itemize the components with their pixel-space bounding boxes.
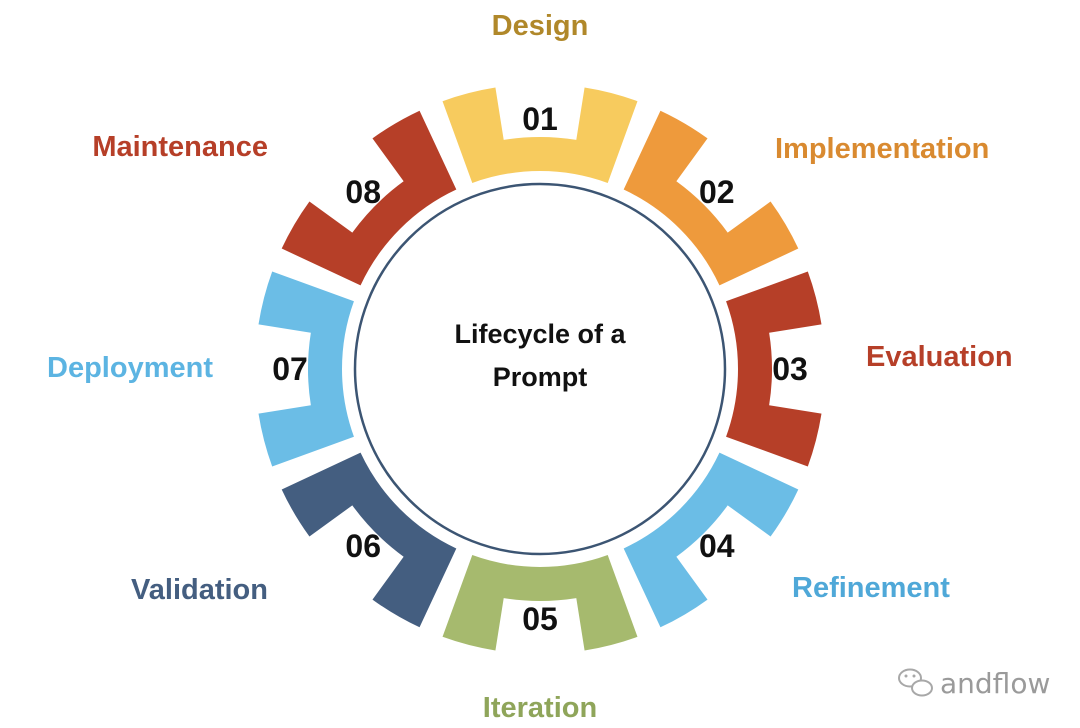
stage-label-iteration: Iteration bbox=[483, 692, 597, 724]
stage-segment-04 bbox=[623, 452, 799, 628]
stage-segment-07 bbox=[258, 271, 354, 467]
stage-segment-02 bbox=[623, 110, 799, 286]
stage-labels: DesignImplementationEvaluationRefinement… bbox=[47, 10, 1013, 724]
stage-label-design: Design bbox=[492, 10, 589, 42]
watermark-text: andflow bbox=[940, 667, 1050, 700]
stage-label-implementation: Implementation bbox=[775, 133, 989, 165]
stage-numbers: 01 02 03 04 05 06 07 08 bbox=[272, 101, 808, 637]
stage-number-01: 01 bbox=[522, 101, 558, 137]
center-title-line1: Lifecycle of a bbox=[454, 319, 626, 349]
stage-label-refinement: Refinement bbox=[792, 572, 950, 604]
stage-number-04: 04 bbox=[699, 528, 735, 564]
stage-number-08: 08 bbox=[345, 174, 381, 210]
watermark: andflow bbox=[898, 667, 1050, 700]
stage-label-validation: Validation bbox=[131, 574, 268, 606]
wechat-icon bbox=[898, 668, 933, 697]
stage-number-07: 07 bbox=[272, 351, 308, 387]
stage-segment-06 bbox=[281, 452, 457, 628]
stage-segment-03 bbox=[726, 271, 822, 467]
center-circle bbox=[353, 182, 727, 556]
stage-number-05: 05 bbox=[522, 601, 558, 637]
stage-segment-01 bbox=[442, 87, 638, 183]
stage-label-deployment: Deployment bbox=[47, 352, 213, 384]
stage-number-02: 02 bbox=[699, 174, 735, 210]
stage-label-evaluation: Evaluation bbox=[866, 341, 1013, 373]
stage-label-maintenance: Maintenance bbox=[92, 131, 268, 163]
stage-number-03: 03 bbox=[772, 351, 808, 387]
stage-segment-08 bbox=[281, 110, 457, 286]
stage-number-06: 06 bbox=[345, 528, 381, 564]
stage-segment-05 bbox=[442, 555, 638, 651]
stage-segments bbox=[258, 87, 822, 651]
center-title-line2: Prompt bbox=[493, 362, 588, 392]
